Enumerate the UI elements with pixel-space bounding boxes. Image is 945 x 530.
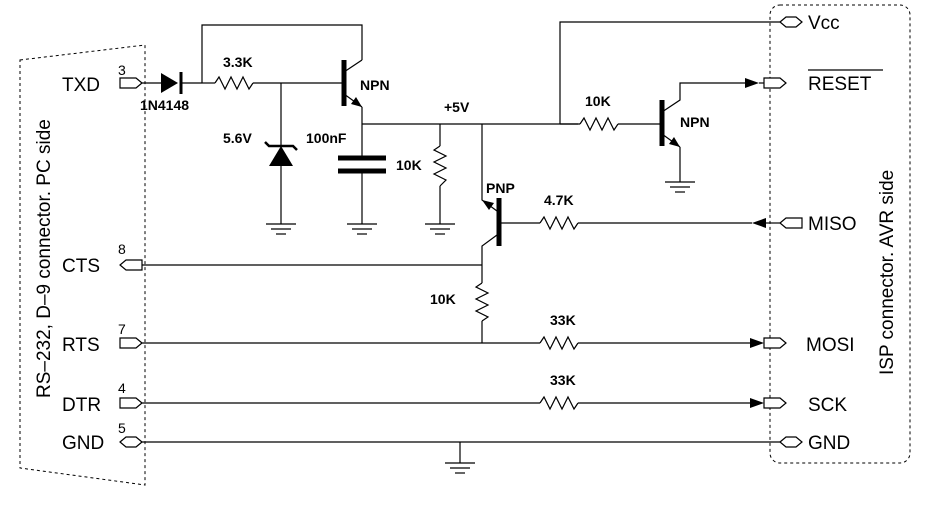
reset-circuit: 10K NPN (560, 78, 764, 193)
zener-label: 5.6V (223, 130, 252, 146)
capacitor-label: 100nF (306, 130, 347, 146)
pin-label-gnd-avr: GND (808, 433, 850, 454)
mosi-line: 33K (142, 312, 764, 351)
pin-number-cts: 8 (118, 241, 126, 257)
pin-label-miso: MISO (808, 214, 857, 235)
diode-symbol (161, 73, 178, 93)
pin-terminal-reset (763, 77, 787, 89)
pin-number-gnd-pc: 5 (118, 420, 126, 436)
diode-label: 1N4148 (140, 97, 189, 113)
pin-terminal-gnd-avr (779, 436, 803, 448)
ground-zener (266, 223, 296, 235)
miso-circuit: PNP 4.7K 10K (142, 124, 780, 343)
pc-side-label: RS–232, D–9 connector. PC side (34, 119, 55, 398)
zener-symbol (269, 146, 293, 166)
resistor-reset-label: 10K (585, 93, 611, 109)
gnd-line (142, 441, 780, 474)
pin-terminal-miso (779, 217, 803, 229)
resistor-miso-label: 4.7K (544, 192, 574, 208)
resistor-pulldown (432, 145, 448, 187)
supply-label: +5V (444, 99, 470, 115)
pin-number-rts: 7 (118, 321, 126, 337)
supply-rail: +5V 100nF 10K (306, 21, 780, 235)
pin-terminal-rts (119, 337, 143, 349)
pin-label-rts: RTS (62, 335, 100, 356)
resistor-sck (539, 395, 579, 411)
pc-connector-outline (19, 44, 146, 486)
pin-label-txd: TXD (62, 75, 100, 96)
pin-number-txd: 3 (118, 62, 126, 78)
ground-capacitor (347, 223, 377, 235)
npn2-label: NPN (680, 114, 710, 130)
resistor-pulldown-label: 10K (396, 157, 422, 173)
pin-terminal-gnd-pc (119, 436, 143, 448)
resistor-mosi-label: 33K (550, 312, 576, 328)
resistor-sck-label: 33K (550, 372, 576, 388)
pin-label-mosi: MOSI (806, 335, 855, 356)
pin-label-dtr: DTR (62, 395, 101, 416)
avr-connector-outline (769, 4, 911, 464)
pin-label-vcc: Vcc (808, 13, 840, 34)
txd-circuit: 1N4148 3.3K 5.6V NPN (140, 24, 390, 235)
resistor-cts (474, 282, 490, 322)
pin-label-gnd-pc: GND (62, 433, 104, 454)
pin-terminal-dtr (119, 397, 143, 409)
pin-terminal-vcc (779, 16, 803, 28)
avr-side-label: ISP connector. AVR side (877, 170, 898, 375)
pin-number-dtr: 4 (118, 380, 126, 396)
pin-label-sck: SCK (808, 395, 847, 416)
resistor-3k3 (214, 75, 254, 91)
ground-pulldown (425, 223, 455, 235)
pin-terminal-cts (119, 259, 143, 271)
sck-line: 33K (142, 372, 764, 411)
pin-terminal-sck (763, 397, 787, 409)
resistor-cts-label: 10K (430, 291, 456, 307)
resistor-3k3-label: 3.3K (223, 54, 253, 70)
pnp-label: PNP (486, 180, 515, 196)
resistor-reset (579, 116, 619, 132)
npn1-label: NPN (360, 77, 390, 93)
ground-npn2 (665, 181, 695, 193)
resistor-mosi (539, 335, 579, 351)
resistor-miso (539, 215, 579, 231)
pin-label-reset: RESET (808, 74, 872, 95)
pin-terminal-mosi (763, 337, 787, 349)
pin-label-cts: CTS (62, 256, 100, 277)
pin-terminal-txd (119, 77, 143, 89)
